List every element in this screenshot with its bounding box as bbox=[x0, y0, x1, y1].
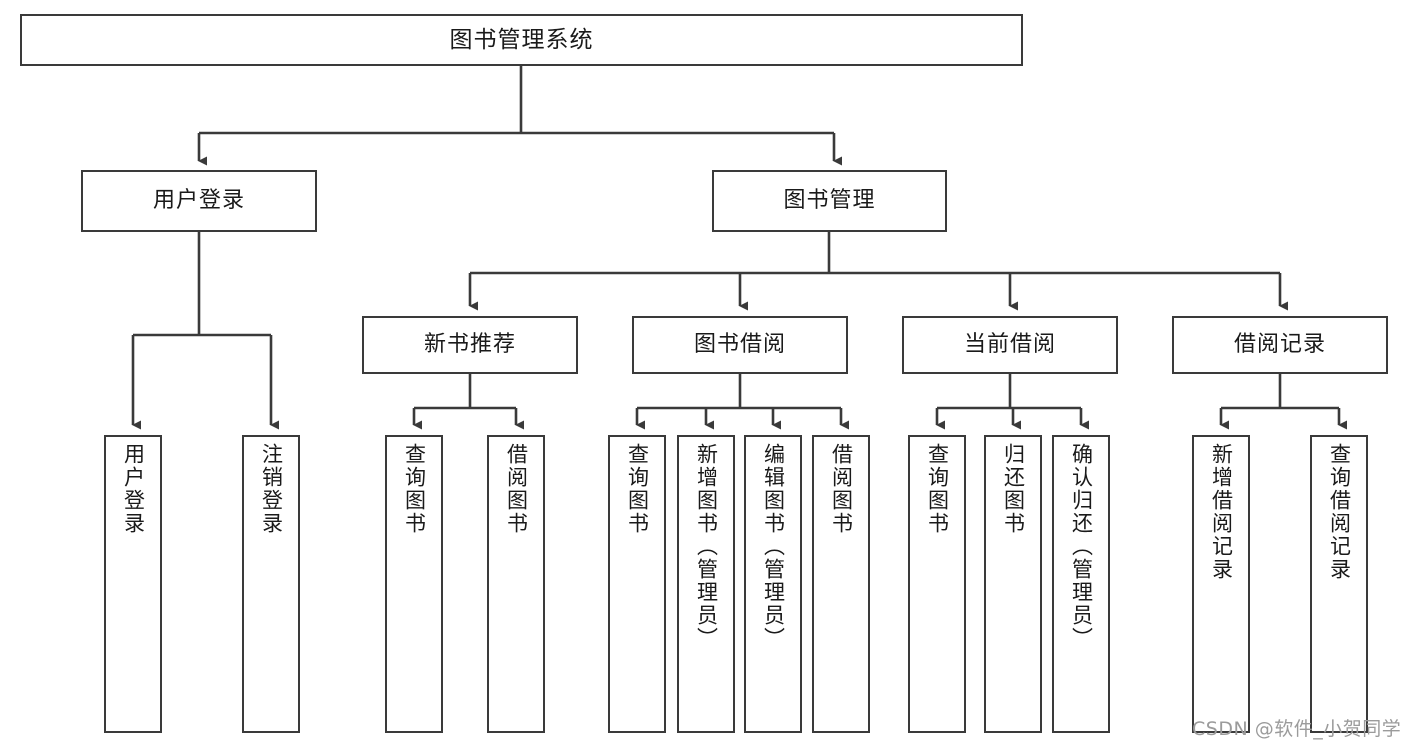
leaf-rec-add-record[interactable]: 新增借阅记录 bbox=[1192, 435, 1250, 733]
leaf-rec-borrow-book[interactable]: 借阅图书 bbox=[487, 435, 545, 733]
leaf-borrow-borrow-book-label: 借阅图书 bbox=[829, 443, 854, 535]
node-root[interactable]: 图书管理系统 bbox=[20, 14, 1023, 66]
node-book-borrow[interactable]: 图书借阅 bbox=[632, 316, 848, 374]
leaf-user-login-label: 用户登录 bbox=[121, 443, 146, 535]
leaf-rec-query-record[interactable]: 查询借阅记录 bbox=[1310, 435, 1368, 733]
watermark: CSDN @软件_小贺同学 bbox=[1192, 718, 1402, 740]
leaf-user-logout-label: 注销登录 bbox=[259, 443, 284, 535]
node-current-borrow[interactable]: 当前借阅 bbox=[902, 316, 1118, 374]
leaf-rec-query-record-label: 查询借阅记录 bbox=[1327, 443, 1352, 581]
leaf-borrow-add-book[interactable]: 新增图书（管理员） bbox=[677, 435, 735, 733]
leaf-borrow-add-book-label: 新增图书（管理员） bbox=[694, 443, 719, 650]
leaf-borrow-edit-book[interactable]: 编辑图书（管理员） bbox=[744, 435, 802, 733]
node-book-manage[interactable]: 图书管理 bbox=[712, 170, 947, 232]
leaf-cur-return-book-label: 归还图书 bbox=[1001, 443, 1026, 535]
node-borrow-record-label: 借阅记录 bbox=[1233, 332, 1326, 358]
leaf-cur-query-book[interactable]: 查询图书 bbox=[908, 435, 966, 733]
node-new-book-recommend[interactable]: 新书推荐 bbox=[362, 316, 578, 374]
node-user-login-label: 用户登录 bbox=[152, 188, 245, 214]
leaf-borrow-edit-book-label: 编辑图书（管理员） bbox=[761, 443, 786, 650]
leaf-user-login[interactable]: 用户登录 bbox=[104, 435, 162, 733]
node-book-manage-label: 图书管理 bbox=[783, 188, 876, 214]
leaf-cur-return-book[interactable]: 归还图书 bbox=[984, 435, 1042, 733]
leaf-rec-add-record-label: 新增借阅记录 bbox=[1209, 443, 1234, 581]
node-current-borrow-label: 当前借阅 bbox=[963, 332, 1056, 358]
leaf-cur-confirm-return-label: 确认归还（管理员） bbox=[1069, 443, 1094, 650]
leaf-rec-query-book[interactable]: 查询图书 bbox=[385, 435, 443, 733]
leaf-cur-query-book-label: 查询图书 bbox=[925, 443, 950, 535]
leaf-user-logout[interactable]: 注销登录 bbox=[242, 435, 300, 733]
node-user-login[interactable]: 用户登录 bbox=[81, 170, 317, 232]
node-new-book-recommend-label: 新书推荐 bbox=[423, 332, 516, 358]
leaf-cur-confirm-return[interactable]: 确认归还（管理员） bbox=[1052, 435, 1110, 733]
leaf-borrow-query-book[interactable]: 查询图书 bbox=[608, 435, 666, 733]
leaf-rec-query-book-label: 查询图书 bbox=[402, 443, 427, 535]
leaf-borrow-borrow-book[interactable]: 借阅图书 bbox=[812, 435, 870, 733]
leaf-rec-borrow-book-label: 借阅图书 bbox=[504, 443, 529, 535]
node-book-borrow-label: 图书借阅 bbox=[693, 332, 786, 358]
node-borrow-record[interactable]: 借阅记录 bbox=[1172, 316, 1388, 374]
leaf-borrow-query-book-label: 查询图书 bbox=[625, 443, 650, 535]
node-root-label: 图书管理系统 bbox=[449, 26, 594, 53]
